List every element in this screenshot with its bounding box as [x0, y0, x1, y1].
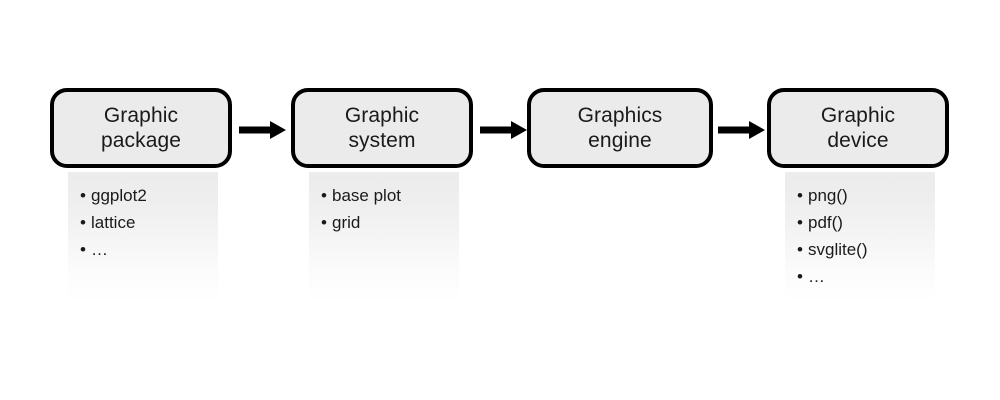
list-item: • …	[80, 236, 218, 263]
list-item: • pdf()	[797, 209, 935, 236]
list-item: • svglite()	[797, 236, 935, 263]
bullet-icon: •	[80, 213, 86, 232]
box-graphic-system: Graphic system	[291, 88, 473, 168]
detail-item-label: ggplot2	[91, 186, 147, 205]
detail-item-label: base plot	[332, 186, 401, 205]
detail-list-graphic-system: • base plot • grid	[321, 182, 459, 236]
detail-list-graphic-package: • ggplot2 • lattice • …	[80, 182, 218, 263]
bullet-icon: •	[321, 186, 327, 205]
list-item: • png()	[797, 182, 935, 209]
arrow-system-to-engine	[480, 118, 527, 142]
list-item: • …	[797, 263, 935, 290]
detail-item-label: …	[91, 240, 108, 259]
list-item: • lattice	[80, 209, 218, 236]
detail-item-label: pdf()	[808, 213, 843, 232]
bullet-icon: •	[797, 240, 803, 259]
detail-list-graphic-device: • png() • pdf() • svglite() • …	[797, 182, 935, 290]
box-label-graphic-device: Graphic device	[820, 104, 896, 152]
box-graphic-package: Graphic package	[50, 88, 232, 168]
bullet-icon: •	[321, 213, 327, 232]
bullet-icon: •	[797, 213, 803, 232]
detail-item-label: …	[808, 267, 825, 286]
box-graphic-device: Graphic device	[767, 88, 949, 168]
box-label-graphic-package: Graphic package	[100, 104, 182, 152]
detail-panel-graphic-system: • base plot • grid	[309, 172, 459, 302]
detail-panel-graphic-device: • png() • pdf() • svglite() • …	[785, 172, 935, 302]
detail-item-label: grid	[332, 213, 361, 232]
box-graphics-engine: Graphics engine	[527, 88, 713, 168]
detail-item-label: png()	[808, 186, 848, 205]
detail-item-label: lattice	[91, 213, 136, 232]
bullet-icon: •	[80, 240, 86, 259]
bullet-icon: •	[80, 186, 86, 205]
arrow-package-to-system	[239, 118, 286, 142]
list-item: • ggplot2	[80, 182, 218, 209]
list-item: • grid	[321, 209, 459, 236]
box-label-graphic-system: Graphic system	[344, 104, 420, 152]
bullet-icon: •	[797, 267, 803, 286]
detail-item-label: svglite()	[808, 240, 868, 259]
arrow-engine-to-device	[718, 118, 765, 142]
box-label-graphics-engine: Graphics engine	[577, 104, 663, 152]
bullet-icon: •	[797, 186, 803, 205]
list-item: • base plot	[321, 182, 459, 209]
detail-panel-graphic-package: • ggplot2 • lattice • …	[68, 172, 218, 302]
